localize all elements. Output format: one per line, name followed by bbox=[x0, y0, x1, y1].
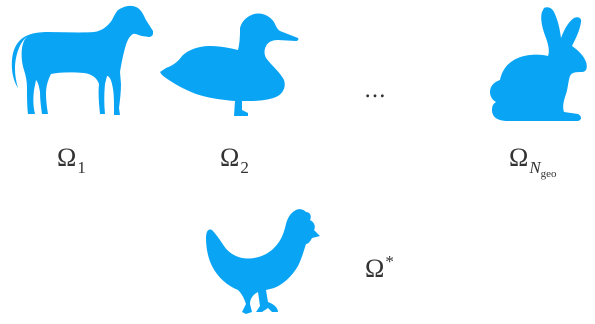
rabbit-icon bbox=[478, 6, 595, 122]
chicken-icon bbox=[204, 208, 320, 320]
omega-subscript: 2 bbox=[240, 158, 249, 177]
duck-silhouette bbox=[158, 10, 300, 120]
label-omega-2: Ω2 bbox=[220, 145, 249, 176]
ellipsis: … bbox=[364, 80, 389, 102]
omega-subscript-geo: geo bbox=[541, 168, 557, 180]
omega-symbol: Ω bbox=[220, 143, 239, 172]
label-omega-star: Ω* bbox=[365, 253, 394, 282]
omega-subscript-n: N bbox=[529, 158, 540, 177]
omega-subscript: 1 bbox=[77, 158, 86, 177]
duck-icon bbox=[158, 10, 300, 120]
omega-symbol: Ω bbox=[365, 254, 384, 283]
chicken-silhouette bbox=[204, 208, 320, 320]
horse-icon bbox=[8, 4, 153, 119]
omega-subscript: Ngeo bbox=[529, 158, 556, 177]
label-omega-ngeo: ΩNgeo bbox=[509, 145, 557, 180]
omega-superscript: * bbox=[385, 252, 394, 271]
horse-silhouette bbox=[8, 4, 153, 119]
omega-symbol: Ω bbox=[57, 143, 76, 172]
omega-symbol: Ω bbox=[509, 143, 528, 172]
rabbit-silhouette bbox=[478, 6, 595, 122]
label-omega-1: Ω1 bbox=[57, 145, 86, 176]
